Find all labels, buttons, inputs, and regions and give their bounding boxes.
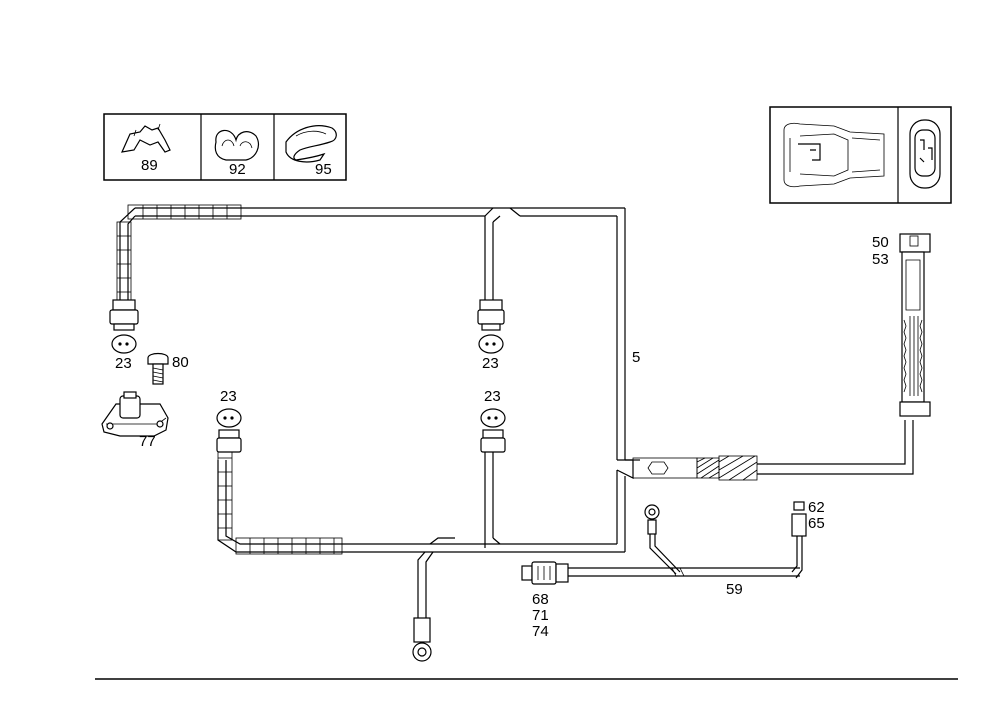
label-77: 77: [139, 433, 156, 450]
label-62: 62: [808, 499, 825, 516]
control-unit: 50 53: [872, 233, 931, 417]
sensor-77: 77: [101, 391, 169, 450]
sensor-connector-lower-left: 23: [216, 388, 242, 453]
sensor-connector-top-middle: 23: [477, 299, 505, 372]
label-23-lower-left: 23: [220, 388, 237, 405]
label-23-lower-middle: 23: [484, 388, 501, 405]
sensor-connector-top-left: 23: [109, 299, 139, 372]
main-harness: [116, 204, 914, 662]
clip-inset: 89 92 95: [103, 113, 347, 181]
label-95: 95: [315, 161, 332, 178]
label-59: 59: [726, 581, 743, 598]
label-53: 53: [872, 251, 889, 268]
label-68: 68: [532, 591, 549, 608]
label-80: 80: [172, 354, 189, 371]
label-74: 74: [532, 623, 549, 640]
cable-tie-icon: [285, 125, 337, 163]
label-5: 5: [632, 349, 640, 366]
connector-module-icon: [909, 119, 941, 189]
vehicle-top-view-icon: [783, 122, 885, 188]
harness-59: 62 65 59 68 71 74: [521, 499, 825, 640]
label-92: 92: [229, 161, 246, 178]
sensor-connector-lower-middle: 23: [480, 388, 506, 453]
label-89: 89: [141, 157, 158, 174]
cable-clip-icon: [214, 129, 259, 161]
vehicle-locator-inset: [769, 106, 952, 204]
label-65: 65: [808, 515, 825, 532]
clip-icon: [120, 123, 171, 153]
label-50: 50: [872, 234, 889, 251]
bolt-80: 80: [147, 352, 189, 385]
label-23-top-middle: 23: [482, 355, 499, 372]
ground-sleeve: [413, 617, 431, 643]
label-23-top-left: 23: [115, 355, 132, 372]
label-71: 71: [532, 607, 549, 624]
